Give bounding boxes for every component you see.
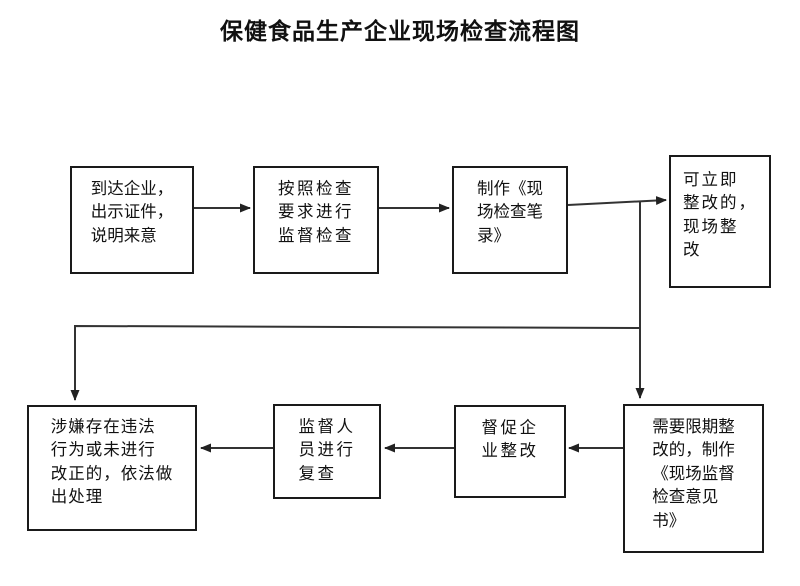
node-conduct-inspection[interactable]: 按照检查 要求进行 监督检查 — [253, 166, 379, 274]
node-label: 监督人 员进行 复查 — [298, 417, 356, 483]
node-arrive-enterprise[interactable]: 到达企业， 出示证件， 说明来意 — [70, 166, 194, 274]
edge-n3-n4 — [567, 196, 667, 206]
node-label: 按照检查 要求进行 监督检查 — [278, 179, 354, 245]
node-label: 到达企业， 出示证件， 说明来意 — [90, 179, 174, 245]
page-title: 保健食品生产企业现场检查流程图 — [220, 18, 580, 45]
node-label: 可立即 整改的， 现场整 改 — [683, 170, 757, 260]
edge-n4-n8 — [70, 324, 641, 401]
node-immediate-rectification[interactable]: 可立即 整改的， 现场整 改 — [669, 155, 771, 288]
node-label: 需要限期整 改的，制作 《现场监督 检查意见 书》 — [652, 417, 735, 530]
node-label: 制作《现 场检查笔 录》 — [477, 179, 543, 245]
node-urge-enterprise-rectify[interactable]: 督促企 业整改 — [454, 405, 566, 498]
node-label: 涉嫌存在违法 行为或未进行 改正的，依法做 出处理 — [50, 417, 174, 507]
node-label: 督促企 业整改 — [481, 418, 539, 461]
node-illegal-handling[interactable]: 涉嫌存在违法 行为或未进行 改正的，依法做 出处理 — [27, 405, 197, 531]
node-make-inspection-record[interactable]: 制作《现 场检查笔 录》 — [452, 166, 568, 274]
node-supervisor-recheck[interactable]: 监督人 员进行 复查 — [273, 404, 381, 499]
node-deadline-rectification-opinion[interactable]: 需要限期整 改的，制作 《现场监督 检查意见 书》 — [623, 404, 764, 553]
